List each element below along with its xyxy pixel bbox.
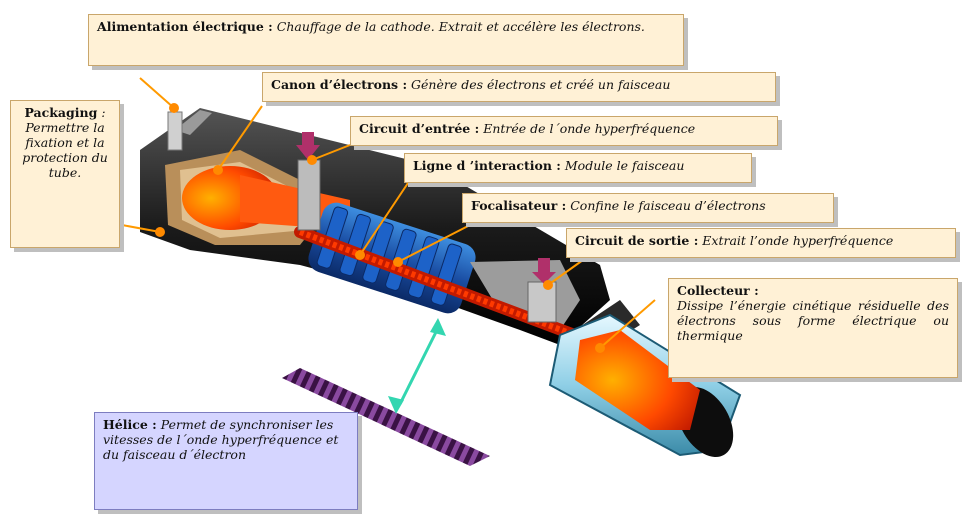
focalisateur-title: Focalisateur : [471,198,567,213]
circuit-sortie-desc: Extrait l’onde hyperfréquence [702,233,894,248]
ligne-title: Ligne d ’interaction : [413,158,561,173]
alimentation-title: Alimentation électrique : [97,19,273,34]
circuit-entree-title: Circuit d’entrée : [359,121,480,136]
label-ligne: Ligne d ’interaction : Module le faiscea… [404,153,752,183]
canon-title: Canon d’électrons : [271,77,408,92]
collecteur-desc: Dissipe l’énergie cinétique résiduelle d… [677,298,949,343]
helix-arrow [388,318,446,414]
canon-desc: Génère des électrons et créé un faisceau [411,77,671,92]
packaging-desc: : Permettre la fixation et la protection… [22,105,108,180]
label-circuit-sortie: Circuit de sortie : Extrait l’onde hyper… [566,228,956,258]
circuit-entree-desc: Entrée de l´onde hyperfréquence [483,121,696,136]
label-circuit-entree: Circuit d’entrée : Entrée de l´onde hype… [350,116,778,146]
label-collecteur: Collecteur : Dissipe l’énergie cinétique… [668,278,958,378]
circuit-sortie-title: Circuit de sortie : [575,233,699,248]
power-supply-post [167,111,183,151]
collecteur-title: Collecteur : [677,283,759,298]
helice-title: Hélice : [103,417,157,432]
leader-dots [155,103,605,353]
packaging-title: Packaging [24,105,98,120]
focalisateur-desc: Confine le faisceau d’électrons [570,198,766,213]
label-packaging: Packaging : Permettre la fixation et la … [10,100,120,248]
label-helice: Hélice : Permet de synchroniser les vite… [94,412,358,510]
alimentation-desc: Chauffage de la cathode. Extrait et accé… [276,19,645,34]
ligne-desc: Module le faisceau [564,158,685,173]
label-alimentation: Alimentation électrique : Chauffage de l… [88,14,684,66]
label-focalisateur: Focalisateur : Confine le faisceau d’éle… [462,193,834,223]
label-canon: Canon d’électrons : Génère des électrons… [262,72,776,102]
helice-desc: Permet de synchroniser les vitesses de l… [103,417,339,462]
leader-lines [121,77,656,349]
input-circuit-post [296,132,321,231]
helix-spring [282,368,490,466]
